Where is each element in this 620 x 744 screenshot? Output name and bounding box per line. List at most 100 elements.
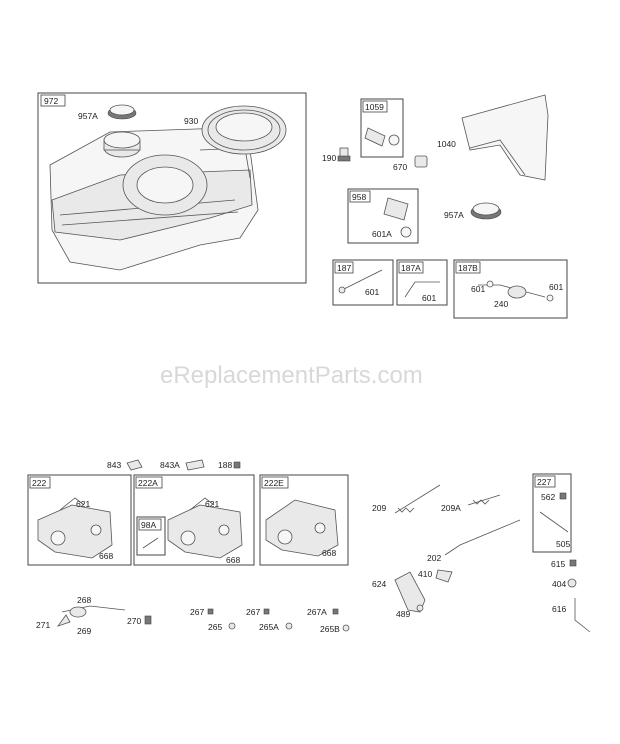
group-187b-tag — [455, 261, 481, 274]
part-505-label: 505 — [556, 539, 570, 549]
part-489-label: 489 — [396, 609, 410, 619]
spring-98a — [142, 537, 159, 549]
part-265a — [285, 622, 293, 630]
group-187b-box — [453, 259, 568, 319]
part-271 — [56, 614, 71, 627]
group-187-label: 187 — [337, 263, 351, 273]
tank-cover-1040 — [461, 94, 549, 181]
group-227-box — [532, 473, 572, 553]
governor-bracket-222a — [167, 497, 243, 559]
part-668-222a-label: 668 — [226, 555, 240, 565]
part-843 — [126, 459, 143, 471]
part-190-label: 190 — [322, 153, 336, 163]
governor-bracket-222 — [37, 497, 113, 559]
group-187a-tag — [398, 261, 424, 274]
part-267a-label: 267A — [307, 607, 327, 617]
group-1059-label: 1059 — [365, 102, 384, 112]
part-489 — [416, 604, 424, 612]
part-601-187b-a-label: 601 — [471, 284, 485, 294]
fuel-line-187 — [338, 269, 383, 294]
control-lever-227 — [539, 492, 569, 533]
spring-209a — [467, 494, 501, 506]
group-958-label: 958 — [352, 192, 366, 202]
group-227-label: 227 — [537, 477, 551, 487]
part-268-label: 268 — [77, 595, 91, 605]
part-265a-label: 265A — [259, 622, 279, 632]
part-930-label: 930 — [184, 116, 198, 126]
group-187a-box — [396, 259, 448, 306]
part-615 — [569, 559, 577, 567]
group-222-label: 222 — [32, 478, 46, 488]
part-601-187b-b-label: 601 — [549, 282, 563, 292]
part-410 — [435, 569, 453, 583]
fuel-line-187a — [404, 281, 440, 298]
part-404-label: 404 — [552, 579, 566, 589]
group-98a-tag — [138, 518, 162, 531]
link-rod-616 — [574, 598, 591, 633]
part-271-label: 271 — [36, 620, 50, 630]
group-222e-label: 222E — [264, 478, 284, 488]
part-624-label: 624 — [372, 579, 386, 589]
group-222a-tag — [135, 476, 163, 489]
group-222e-tag — [261, 476, 289, 489]
fuel-valve-958 — [383, 197, 412, 238]
cable-assembly-268 — [61, 605, 126, 618]
part-270 — [144, 615, 152, 625]
part-270-label: 270 — [127, 616, 141, 626]
group-187a-label: 187A — [401, 263, 421, 273]
governor-bracket-222e — [265, 499, 339, 557]
part-190 — [337, 147, 351, 162]
part-240-label: 240 — [494, 299, 508, 309]
part-843-label: 843 — [107, 460, 121, 470]
part-621-222a-label: 621 — [205, 499, 219, 509]
spring-209 — [394, 484, 441, 514]
part-670 — [414, 155, 428, 168]
part-269-label: 269 — [77, 626, 91, 636]
group-972-tag — [40, 94, 66, 107]
group-222-box — [27, 474, 132, 566]
part-843a-label: 843A — [160, 460, 180, 470]
governor-link-202 — [444, 519, 521, 556]
group-972-label: 972 — [44, 96, 58, 106]
part-265b-label: 265B — [320, 624, 340, 634]
group-227-tag — [534, 475, 556, 488]
part-562-label: 562 — [541, 492, 555, 502]
group-1059-tag — [362, 100, 388, 113]
rotating-screen-930 — [201, 105, 287, 155]
part-957a-label: 957A — [78, 111, 98, 121]
part-265b — [342, 624, 350, 632]
part-209-label: 209 — [372, 503, 386, 513]
part-668-222-label: 668 — [99, 551, 113, 561]
part-267a — [332, 608, 339, 615]
part-601a-label: 601A — [372, 229, 392, 239]
group-98a-label: 98A — [141, 520, 156, 530]
fuel-cap-957a-right — [470, 202, 502, 220]
part-188-label: 188 — [218, 460, 232, 470]
watermark: eReplacementParts.com — [160, 362, 423, 389]
part-404 — [567, 578, 577, 588]
group-187-box — [332, 259, 394, 306]
group-222e-box — [259, 474, 349, 566]
part-265-label: 265 — [208, 622, 222, 632]
part-843a — [185, 459, 205, 471]
part-670-label: 670 — [393, 162, 407, 172]
group-222-tag — [29, 476, 51, 489]
fuel-shutoff-valve — [364, 127, 400, 147]
group-972-box — [37, 92, 307, 284]
part-267-b-label: 267 — [246, 607, 260, 617]
part-668-222e-label: 668 — [322, 548, 336, 558]
group-222a-box — [133, 474, 255, 566]
part-601-187a-label: 601 — [422, 293, 436, 303]
fuel-tank — [49, 127, 259, 271]
group-98a-box — [136, 516, 166, 556]
part-202-label: 202 — [427, 553, 441, 563]
part-616-label: 616 — [552, 604, 566, 614]
part-267-b — [263, 608, 270, 615]
group-222a-label: 222A — [138, 478, 158, 488]
part-267-a — [207, 608, 214, 615]
part-410-label: 410 — [418, 569, 432, 579]
fuel-cap — [103, 131, 141, 158]
group-187b-label: 187B — [458, 263, 478, 273]
